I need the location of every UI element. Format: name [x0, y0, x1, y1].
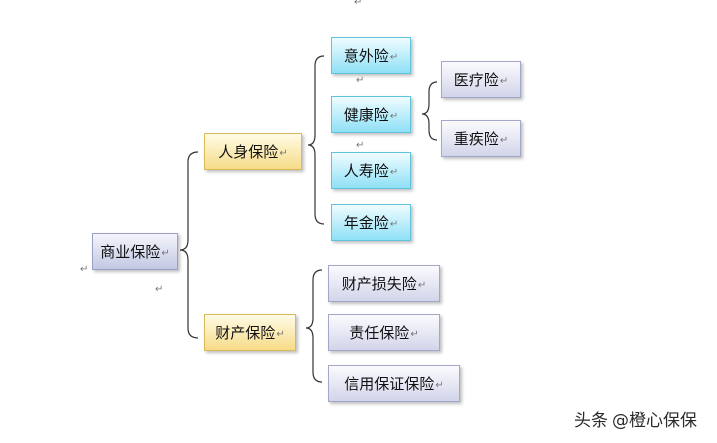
return-mark: ↵ — [499, 135, 509, 146]
root-label: 商业保险 — [100, 243, 161, 261]
return-mark: ↵ — [354, 0, 363, 8]
root-brace — [179, 151, 199, 339]
property-loss-insurance-node: 财产损失险↵ — [328, 265, 440, 302]
health-insurance-node: 健康险↵ — [331, 96, 411, 133]
watermark: 头条 @橙心保保 — [574, 406, 697, 431]
return-mark: ↵ — [389, 111, 399, 122]
return-mark: ↵ — [389, 219, 399, 230]
accident-insurance-node: 意外险↵ — [331, 37, 411, 74]
node-label: 人身保险 — [218, 143, 279, 161]
watermark-handle: @橙心保保 — [612, 411, 697, 431]
node-label: 财产损失险 — [341, 275, 417, 293]
node-label: 人寿险 — [343, 162, 389, 180]
node-label: 责任保险 — [349, 324, 410, 342]
node-label: 年金险 — [343, 214, 389, 232]
return-mark: ↵ — [356, 75, 365, 86]
liability-insurance-node: 责任保险↵ — [328, 314, 440, 351]
return-mark: ↵ — [410, 329, 419, 340]
critical-illness-insurance-node: 重疾险↵ — [441, 120, 521, 157]
life-insurance-node: 人寿险↵ — [331, 152, 411, 189]
node-label: 财产保险 — [215, 324, 276, 342]
node-label: 重疾险 — [453, 130, 499, 148]
property-brace — [305, 269, 323, 383]
return-mark: ↵ — [279, 148, 288, 159]
node-label: 健康险 — [343, 106, 389, 124]
return-mark: ↵ — [417, 280, 427, 291]
root-node: 商业保险↵ — [92, 233, 178, 270]
return-mark: ↵ — [356, 140, 365, 151]
return-mark: ↵ — [155, 284, 164, 295]
return-mark: ↵ — [435, 380, 444, 391]
medical-insurance-node: 医疗险↵ — [441, 61, 521, 98]
health-brace — [421, 81, 438, 141]
return-mark: ↵ — [161, 248, 170, 259]
personal-brace — [307, 55, 325, 225]
return-mark: ↵ — [80, 264, 89, 275]
return-mark: ↵ — [389, 52, 399, 63]
node-label: 意外险 — [343, 47, 389, 65]
node-label: 医疗险 — [453, 71, 499, 89]
node-label: 信用保证保险 — [344, 375, 435, 393]
return-mark: ↵ — [499, 76, 509, 87]
annuity-insurance-node: 年金险↵ — [331, 204, 411, 241]
watermark-prefix: 头条 — [574, 411, 608, 431]
return-mark: ↵ — [389, 167, 399, 178]
credit-guarantee-insurance-node: 信用保证保险↵ — [328, 365, 460, 402]
return-mark: ↵ — [276, 329, 285, 340]
personal-insurance-node: 人身保险↵ — [204, 133, 302, 170]
property-insurance-node: 财产保险↵ — [204, 314, 296, 351]
